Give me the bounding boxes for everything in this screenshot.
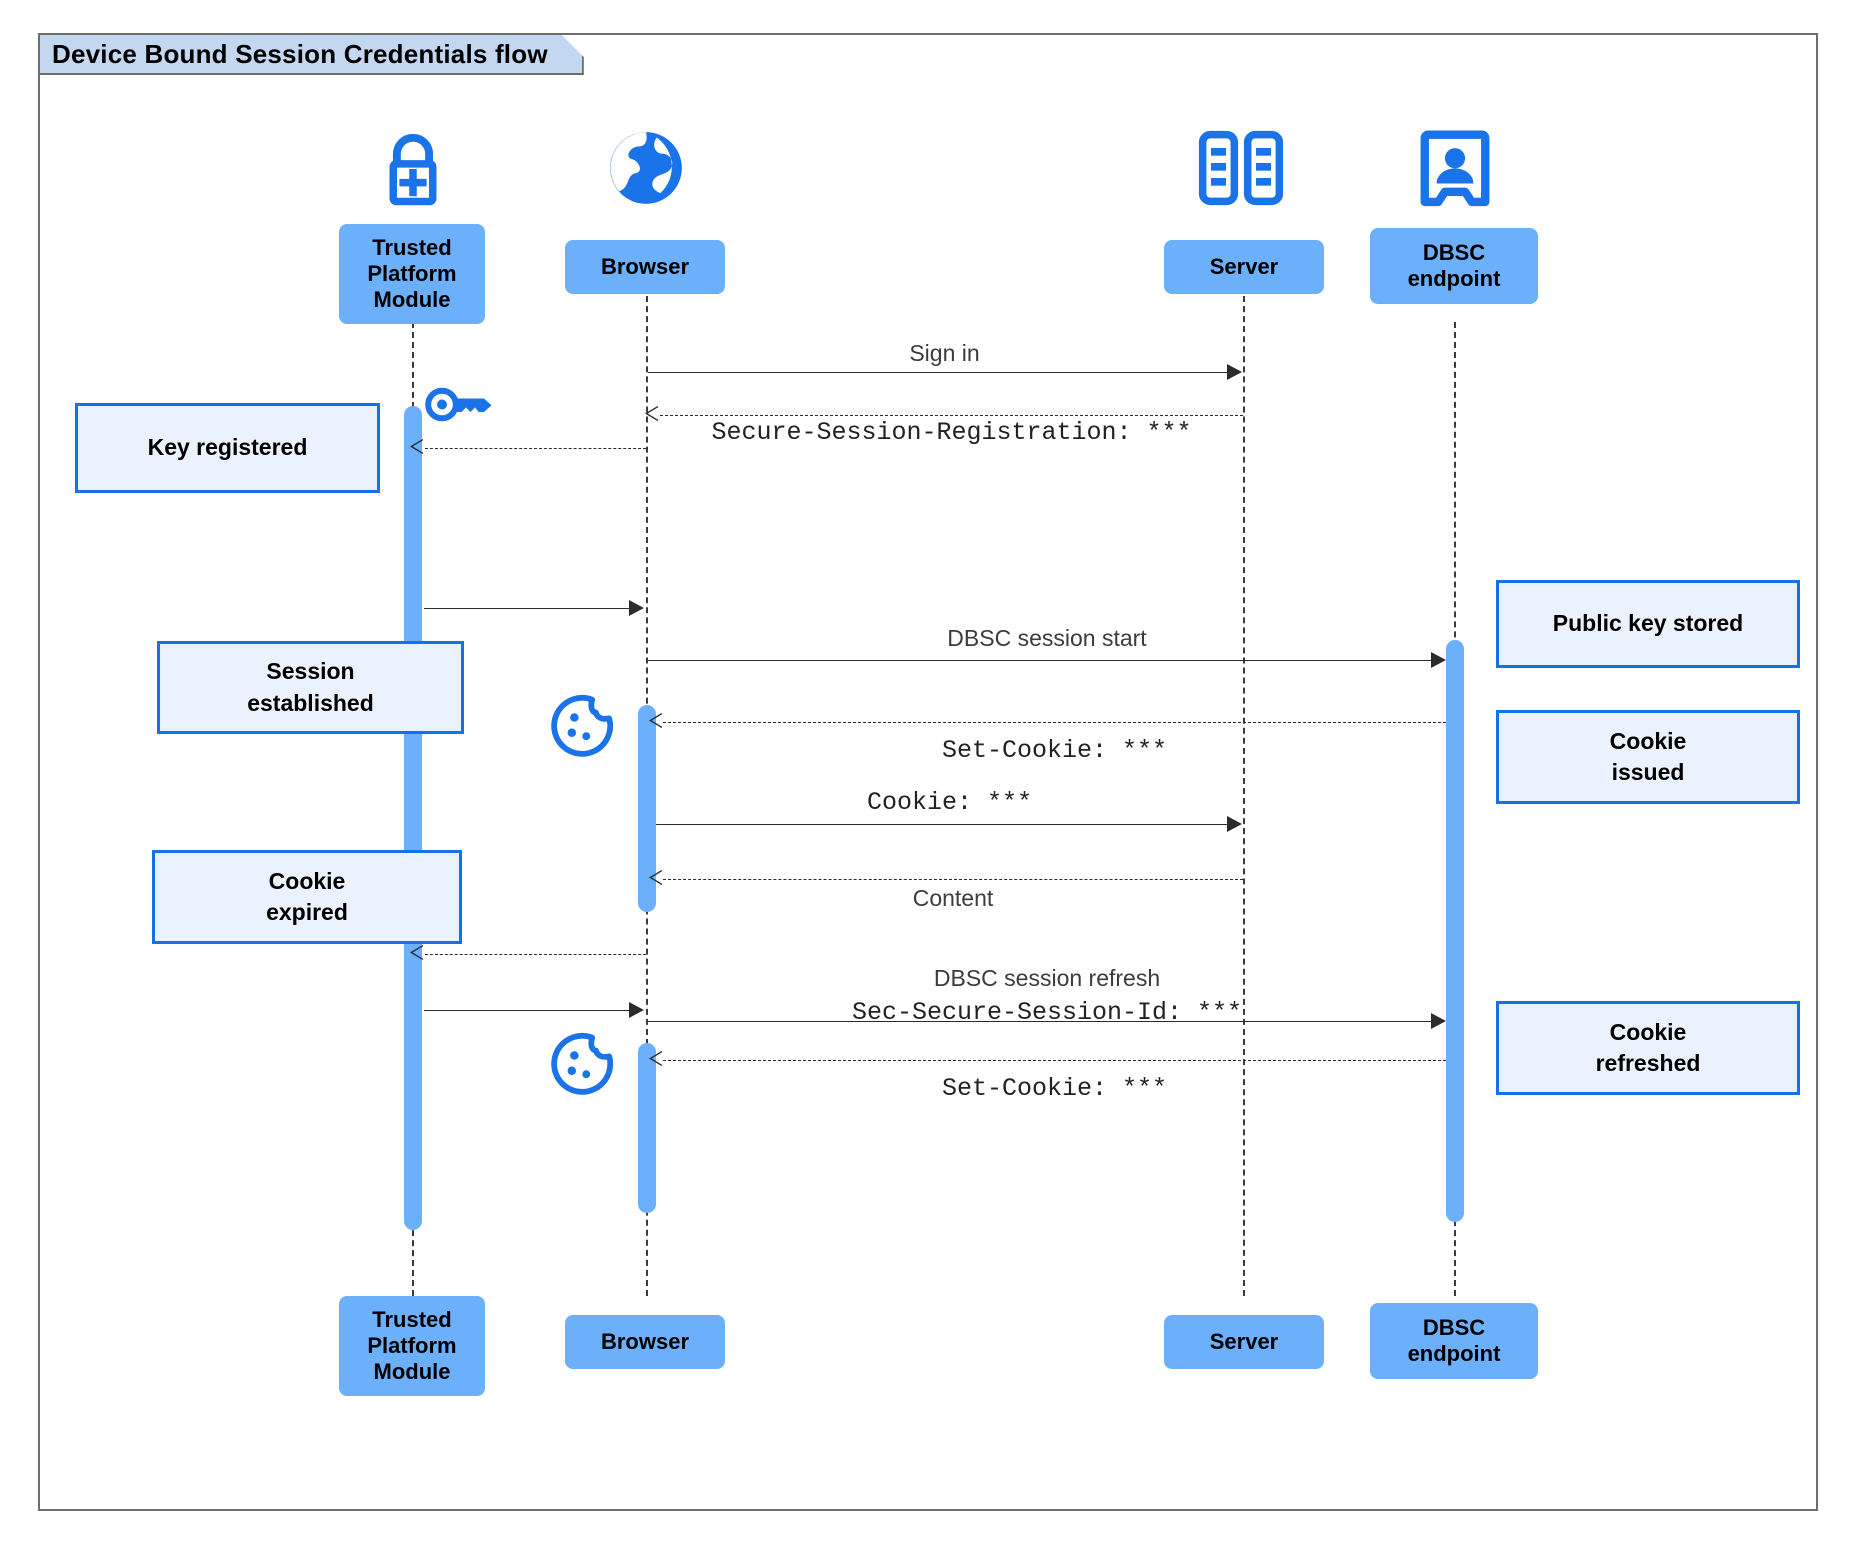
message-line-key-request bbox=[425, 448, 646, 449]
participant-label-line: Module bbox=[373, 286, 451, 312]
message-label-dbsc-session-start: DBSC session start bbox=[947, 625, 1147, 651]
note-cookie-refreshed: Cookie refreshed bbox=[1496, 1001, 1800, 1095]
message-label-dbsc-session-refresh: DBSC session refresh bbox=[933, 965, 1161, 991]
participant-label-line: Platform bbox=[367, 1333, 457, 1359]
participant-label: Server bbox=[1209, 254, 1279, 280]
id-badge-icon bbox=[1418, 128, 1492, 217]
activation-tpm bbox=[404, 406, 422, 1230]
note-text-line: Cookie bbox=[1609, 1018, 1687, 1045]
note-key-registered: Key registered bbox=[75, 403, 380, 493]
participant-browser-bottom[interactable]: Browser bbox=[565, 1315, 725, 1369]
message-label-sec-secure-session-id: Sec-Secure-Session-Id: *** bbox=[851, 998, 1243, 1027]
participant-label-line: endpoint bbox=[1407, 1341, 1501, 1366]
message-line-dbsc-session-start bbox=[648, 660, 1438, 661]
participant-tpm-bottom[interactable]: Trusted Platform Module bbox=[339, 1296, 485, 1396]
note-text: Key registered bbox=[147, 434, 308, 461]
arrowhead-left-open bbox=[648, 712, 663, 729]
message-label-set-cookie-2: Set-Cookie: *** bbox=[941, 1074, 1168, 1103]
participant-label-line: Platform bbox=[367, 261, 457, 287]
message-line-secure-session-registration bbox=[660, 415, 1243, 416]
participant-dbsc-top[interactable]: DBSC endpoint bbox=[1370, 228, 1538, 304]
participant-label-line: Trusted bbox=[372, 1307, 452, 1333]
lock-plus-icon bbox=[370, 128, 456, 219]
frame-title-tab: Device Bound Session Credentials flow bbox=[40, 35, 584, 75]
message-line-refresh-signature bbox=[424, 1010, 631, 1011]
note-public-key-stored: Public key stored bbox=[1496, 580, 1800, 668]
participant-dbsc-bottom[interactable]: DBSC endpoint bbox=[1370, 1303, 1538, 1379]
arrowhead-right bbox=[1227, 364, 1242, 380]
note-session-established: Session established bbox=[157, 641, 464, 734]
note-text-line: issued bbox=[1611, 759, 1685, 785]
arrowhead-left-open bbox=[644, 405, 659, 422]
message-line-cookie bbox=[656, 824, 1227, 825]
message-label-secure-session-registration: Secure-Session-Registration: *** bbox=[711, 418, 1192, 447]
participant-server-bottom[interactable]: Server bbox=[1164, 1315, 1324, 1369]
participant-label-line: DBSC bbox=[1422, 240, 1486, 266]
participant-label-line: DBSC bbox=[1422, 1315, 1486, 1341]
activation-dbsc bbox=[1446, 640, 1464, 1222]
note-text-line: expired bbox=[266, 899, 348, 925]
arrowhead-right bbox=[1227, 816, 1242, 832]
participant-label: Browser bbox=[600, 1329, 690, 1355]
arrowhead-right bbox=[629, 1002, 644, 1018]
message-line-content bbox=[663, 879, 1243, 880]
server-racks-icon bbox=[1196, 128, 1286, 213]
key-icon bbox=[424, 382, 496, 435]
arrowhead-left-open bbox=[409, 944, 424, 961]
message-label-cookie: Cookie: *** bbox=[866, 788, 1033, 817]
activation-browser-1 bbox=[638, 705, 656, 912]
note-text-line: Session bbox=[266, 658, 355, 685]
arrowhead-left-open bbox=[648, 869, 663, 886]
message-line-dbsc-session-refresh bbox=[648, 1021, 1438, 1022]
message-line-refresh-sign-request bbox=[425, 954, 646, 955]
message-line-sign-in bbox=[648, 372, 1227, 373]
arrowhead-right bbox=[1431, 1013, 1446, 1029]
note-text-line: established bbox=[247, 689, 374, 716]
participant-server-top[interactable]: Server bbox=[1164, 240, 1324, 294]
message-label-content: Content bbox=[912, 885, 994, 911]
participant-label: Server bbox=[1209, 1329, 1279, 1355]
lifeline-server bbox=[1243, 286, 1245, 1296]
globe-icon bbox=[603, 125, 689, 216]
note-text-line: Cookie bbox=[1609, 727, 1687, 754]
cookie-icon bbox=[548, 692, 616, 765]
participant-label: Browser bbox=[600, 254, 690, 280]
message-label-set-cookie-1: Set-Cookie: *** bbox=[941, 736, 1168, 765]
arrowhead-right bbox=[629, 600, 644, 616]
message-line-set-cookie-2 bbox=[663, 1060, 1446, 1061]
arrowhead-left-open bbox=[648, 1050, 663, 1067]
participant-label-line: Module bbox=[373, 1358, 451, 1384]
message-line-key-material bbox=[424, 608, 631, 609]
note-text: Public key stored bbox=[1552, 610, 1744, 637]
participant-label-line: endpoint bbox=[1407, 266, 1501, 291]
cookie-icon bbox=[548, 1030, 616, 1103]
participant-browser-top[interactable]: Browser bbox=[565, 240, 725, 294]
message-label-sign-in: Sign in bbox=[909, 340, 980, 366]
activation-browser-2 bbox=[638, 1043, 656, 1213]
arrowhead-right bbox=[1431, 652, 1446, 668]
note-text-line: refreshed bbox=[1595, 1050, 1701, 1076]
note-text-line: Cookie bbox=[268, 867, 346, 894]
note-cookie-issued: Cookie issued bbox=[1496, 710, 1800, 804]
frame-title-text: Device Bound Session Credentials flow bbox=[52, 38, 548, 69]
participant-label-line: Trusted bbox=[372, 235, 452, 261]
participant-tpm-top[interactable]: Trusted Platform Module bbox=[339, 224, 485, 324]
arrowhead-left-open bbox=[409, 438, 424, 455]
note-cookie-expired: Cookie expired bbox=[152, 850, 462, 944]
message-line-set-cookie-1 bbox=[663, 722, 1446, 723]
